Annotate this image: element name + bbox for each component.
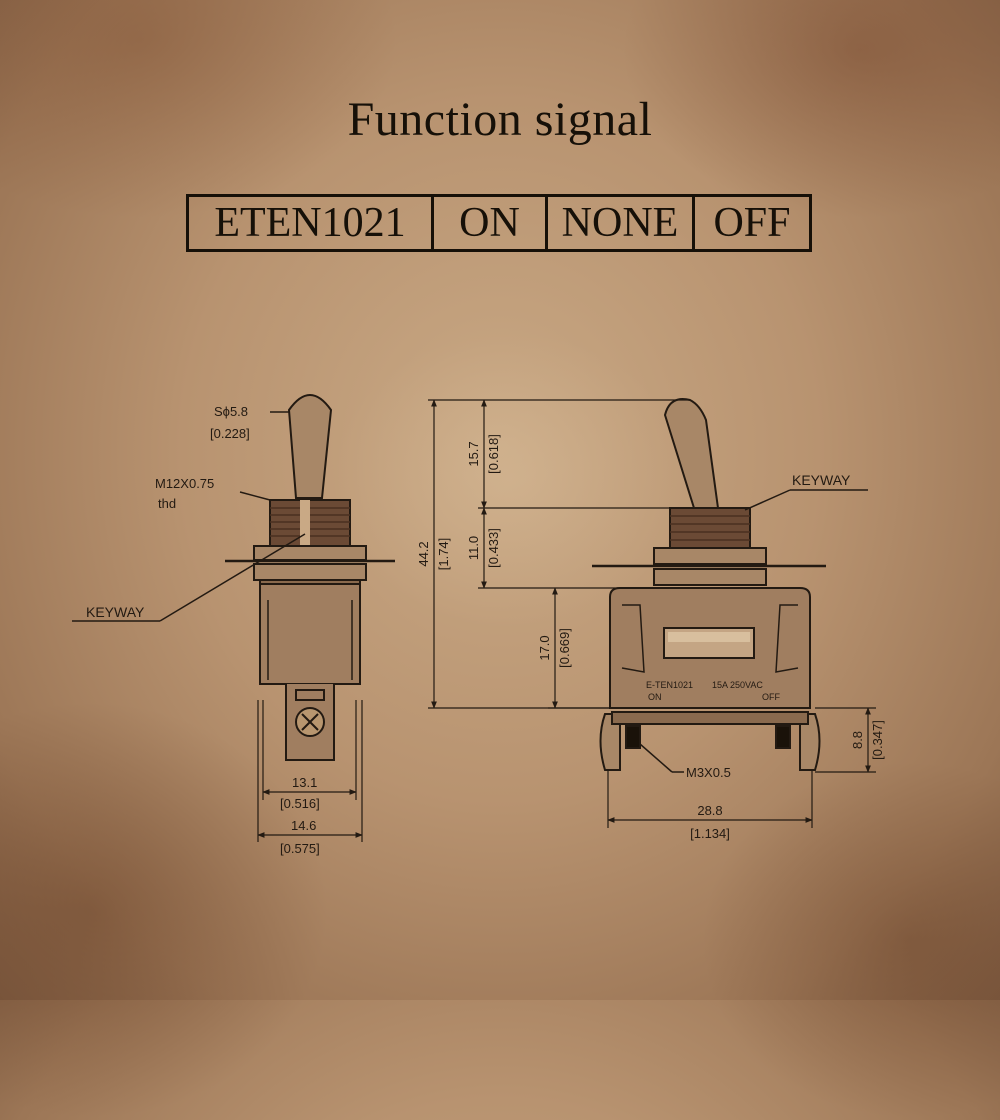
switch-dimension-drawing: Sϕ5.8 [0.228] M12X0.75 thd KEYWAY 13.1 [… bbox=[72, 394, 885, 856]
side-view bbox=[72, 394, 395, 842]
front-thread bbox=[669, 507, 751, 549]
side-nut-top bbox=[253, 545, 367, 561]
svg-text:44.2: 44.2 bbox=[416, 541, 431, 566]
signal-cell-position-1: ON bbox=[431, 197, 545, 249]
front-label-rating: 15A 250VAC bbox=[712, 680, 763, 690]
front-width-in: [1.134] bbox=[690, 826, 730, 841]
front-label-on: ON bbox=[648, 692, 662, 702]
svg-text:[1.74]: [1.74] bbox=[436, 538, 451, 571]
side-thread-unit: thd bbox=[158, 496, 176, 511]
side-body bbox=[259, 583, 361, 685]
front-view bbox=[428, 398, 876, 828]
svg-text:15.7: 15.7 bbox=[466, 441, 481, 466]
front-overall-dim: 44.2 [1.74] bbox=[416, 538, 451, 571]
front-label-off: OFF bbox=[762, 692, 780, 702]
front-contact-right bbox=[775, 725, 791, 749]
front-screw-label: M3X0.5 bbox=[686, 765, 731, 780]
side-width-inner-in: [0.516] bbox=[280, 796, 320, 811]
front-bushing-dim: 11.0 [0.433] bbox=[466, 528, 501, 568]
signal-cell-position-2: NONE bbox=[545, 197, 692, 249]
svg-text:[0.433]: [0.433] bbox=[486, 528, 501, 568]
svg-text:[0.669]: [0.669] bbox=[557, 628, 572, 668]
side-keyway-label: KEYWAY bbox=[86, 604, 145, 620]
front-terminal-height-dim: 8.8 [0.347] bbox=[850, 720, 885, 760]
signal-cell-position-3: OFF bbox=[692, 197, 809, 249]
side-width-inner: 13.1 bbox=[292, 775, 317, 790]
side-thread-label: M12X0.75 bbox=[155, 476, 214, 491]
side-width-outer: 14.6 bbox=[291, 818, 316, 833]
signal-cell-model: ETEN1021 bbox=[214, 200, 406, 246]
svg-text:[0.618]: [0.618] bbox=[486, 434, 501, 474]
page-title: Function signal bbox=[347, 93, 653, 146]
svg-text:8.8: 8.8 bbox=[850, 731, 865, 749]
svg-text:[0.347]: [0.347] bbox=[870, 720, 885, 760]
front-contact-left bbox=[625, 725, 641, 749]
side-lever bbox=[287, 394, 333, 499]
front-keyway-label: KEYWAY bbox=[792, 472, 851, 488]
front-label-model: E-TEN1021 bbox=[646, 680, 693, 690]
front-terminal-left bbox=[599, 713, 621, 771]
front-width: 28.8 bbox=[697, 803, 722, 818]
side-width-outer-in: [0.575] bbox=[280, 841, 320, 856]
svg-text:17.0: 17.0 bbox=[537, 635, 552, 660]
front-terminal-right bbox=[799, 713, 821, 771]
front-nut-top bbox=[653, 547, 767, 565]
signal-table: ETEN1021 ON NONE OFF bbox=[186, 194, 812, 252]
front-nut-bottom bbox=[653, 568, 767, 586]
front-lever-dim: 15.7 [0.618] bbox=[466, 434, 501, 474]
svg-text:11.0: 11.0 bbox=[466, 536, 481, 560]
front-body-height-dim: 17.0 [0.669] bbox=[537, 628, 572, 668]
side-lever-dia: Sϕ5.8 bbox=[214, 404, 248, 419]
side-lever-dia-in: [0.228] bbox=[210, 426, 250, 441]
side-nut-bottom bbox=[253, 563, 367, 581]
front-lever bbox=[663, 398, 720, 509]
